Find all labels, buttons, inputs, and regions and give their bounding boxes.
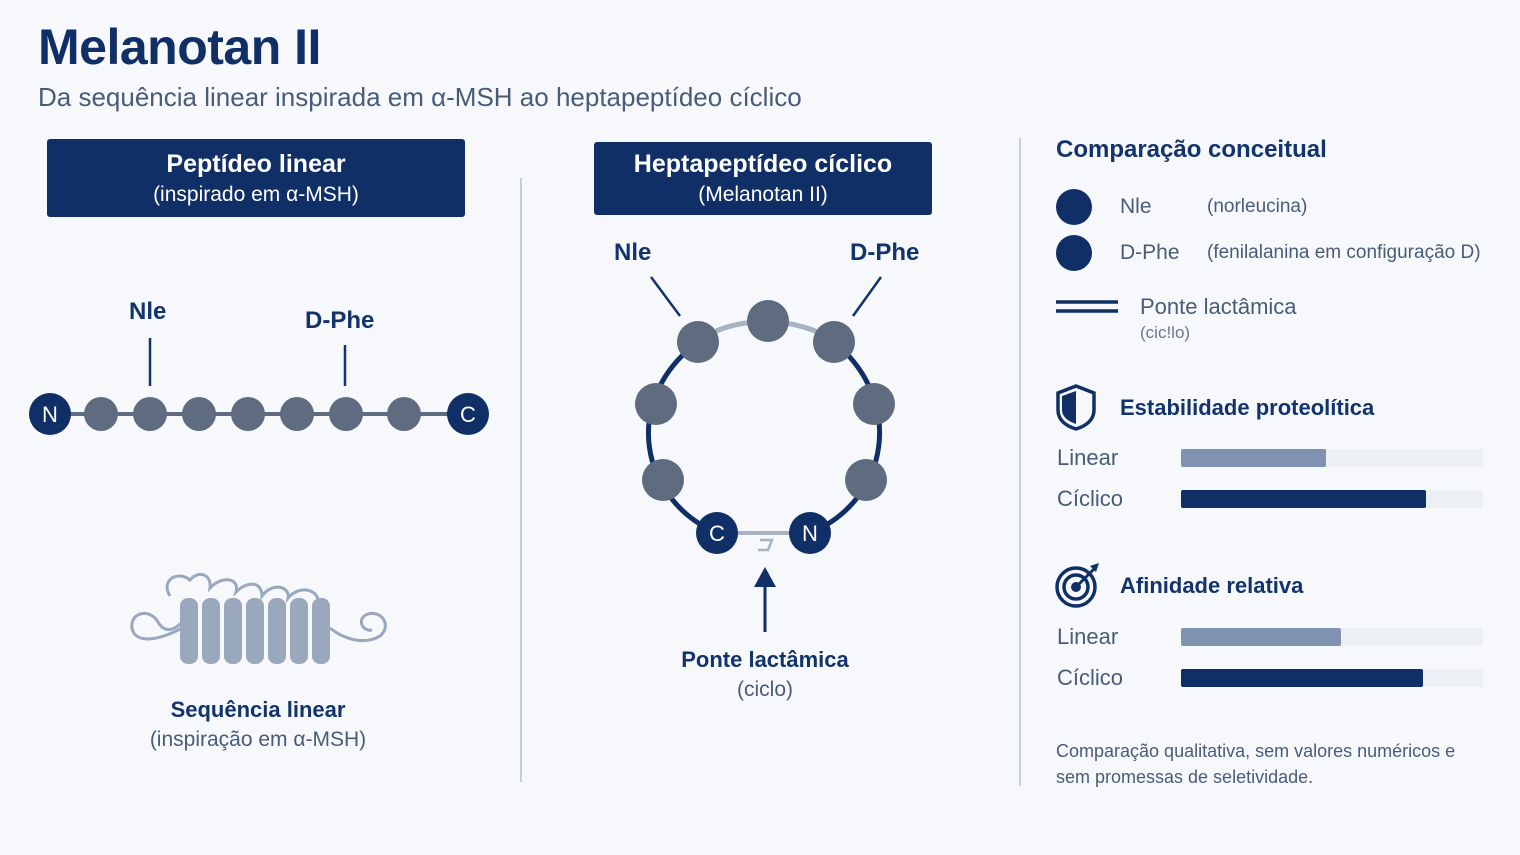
linear-caption: Sequência linear (inspiração em α-MSH) [98,697,418,752]
legend-code-nle: Nle [1120,195,1152,218]
cyclic-dphe-label: D-Phe [850,239,920,266]
linear-c-label: C [460,402,476,427]
ring-residue [635,383,677,425]
stability-linear-bar [1181,449,1326,467]
affinity-linear-bar [1181,628,1342,646]
cyclic-nle-label: Nle [614,239,652,266]
ring-arc-left [646,339,718,536]
page-title: Melanotan II [38,19,321,75]
affinity-cyclic-track [1181,669,1483,687]
helix-segment [246,598,264,664]
linear-header-box: Peptídeo linear (inspirado em α-MSH) [47,139,465,217]
shield-icon [1056,384,1096,431]
linear-residue-nle [133,397,167,431]
cyclic-ring: C N [635,276,895,632]
ring-residue [747,300,789,342]
legend-bridge-sublabel: (cic!lo) [1140,323,1191,342]
helix-segment [312,598,330,664]
cyclic-dphe-pointer [851,276,883,317]
ring-residue [853,383,895,425]
page-subtitle: Da sequência linear inspirada em α-MSH a… [38,82,802,112]
linear-caption-subtitle: (inspiração em α-MSH) [149,728,367,751]
helix-segment [180,598,198,664]
ribbon-right-tail [329,611,387,643]
linear-c-terminus [447,393,489,435]
helix-segment [268,598,286,664]
linear-residue-dphe [329,397,363,431]
legend-item-nle: Nle (norleucina) [1056,189,1307,225]
comparison-title: Comparação conceitual [1056,136,1327,163]
cyclic-header-subtitle: (Melanotan II) [698,183,828,206]
stability-linear-track [1181,449,1483,467]
linear-header-subtitle: (inspirado em α-MSH) [153,182,359,206]
legend-bridge-icon [1056,300,1118,313]
linear-n-label: N [42,402,58,427]
stability-cyclic-bar [1181,490,1426,508]
linear-residue [231,397,265,431]
legend-dot-icon [1056,235,1092,271]
bridge-arrow-head [754,567,776,587]
ring-residue [642,459,684,501]
legend-dot-icon [1056,189,1092,225]
right-divider [1019,138,1021,786]
cyclic-caption: Ponte lactâmica (ciclo) [640,647,890,702]
linear-nle-label: Nle [129,298,167,325]
cyclic-header-box: Heptapeptídeo cíclico (Melanotan II) [594,142,932,215]
affinity-cyclic-label: Cíclico [1057,665,1124,690]
linear-residue [84,397,118,431]
affinity-title: Afinidade relativa [1120,573,1304,598]
helix-segment [202,598,220,664]
legend-desc-dphe: (fenilalanina em configuração D) [1207,242,1481,263]
stability-title: Estabilidade proteolítica [1120,395,1375,420]
linear-residue [387,397,421,431]
linear-chain: N C [29,338,489,435]
cyclic-nle-pointer [649,276,682,317]
legend-desc-nle: (norleucina) [1207,196,1308,217]
ring-n-label: N [802,521,818,546]
target-icon [1055,563,1099,608]
ring-n-terminus [789,512,831,554]
linear-header-title: Peptídeo linear [166,149,346,178]
left-divider [520,178,522,782]
stability-linear-label: Linear [1057,445,1119,470]
cyclic-header-title: Heptapeptídeo cíclico [633,150,893,178]
ring-residue-dphe [813,321,855,363]
ribbon-top-loops [165,572,320,604]
stability-cyclic-track [1181,490,1483,508]
affinity-cyclic-bar [1181,669,1423,687]
linear-residue [280,397,314,431]
footnote: Comparação qualitativa, sem valores numé… [1056,741,1456,787]
legend-item-dphe: D-Phe (fenilalanina em configuração D) [1056,235,1481,271]
lactam-bridge-mark [758,538,774,552]
cyclic-caption-title: Ponte lactâmica [681,647,849,672]
cyclic-caption-subtitle: (ciclo) [737,678,793,701]
helix-segment [224,598,242,664]
linear-n-terminus [29,393,71,435]
linear-residue [182,397,216,431]
helix-segment [290,598,308,664]
helix-bundle-illustration [130,572,387,664]
legend-bridge-label: Ponte lactâmica [1140,294,1297,319]
affinity-linear-track [1181,628,1483,646]
ring-residue [845,459,887,501]
linear-caption-title: Sequência linear [170,697,346,722]
ring-c-label: C [709,521,725,546]
ribbon-left-tail [130,612,184,641]
ring-c-terminus [696,512,738,554]
linear-dphe-label: D-Phe [305,307,375,334]
stability-cyclic-label: Cíclico [1057,486,1124,511]
ring-arc-right [809,340,882,536]
legend-code-dphe: D-Phe [1120,241,1180,264]
ring-residue-nle [677,321,719,363]
affinity-linear-label: Linear [1057,624,1119,649]
